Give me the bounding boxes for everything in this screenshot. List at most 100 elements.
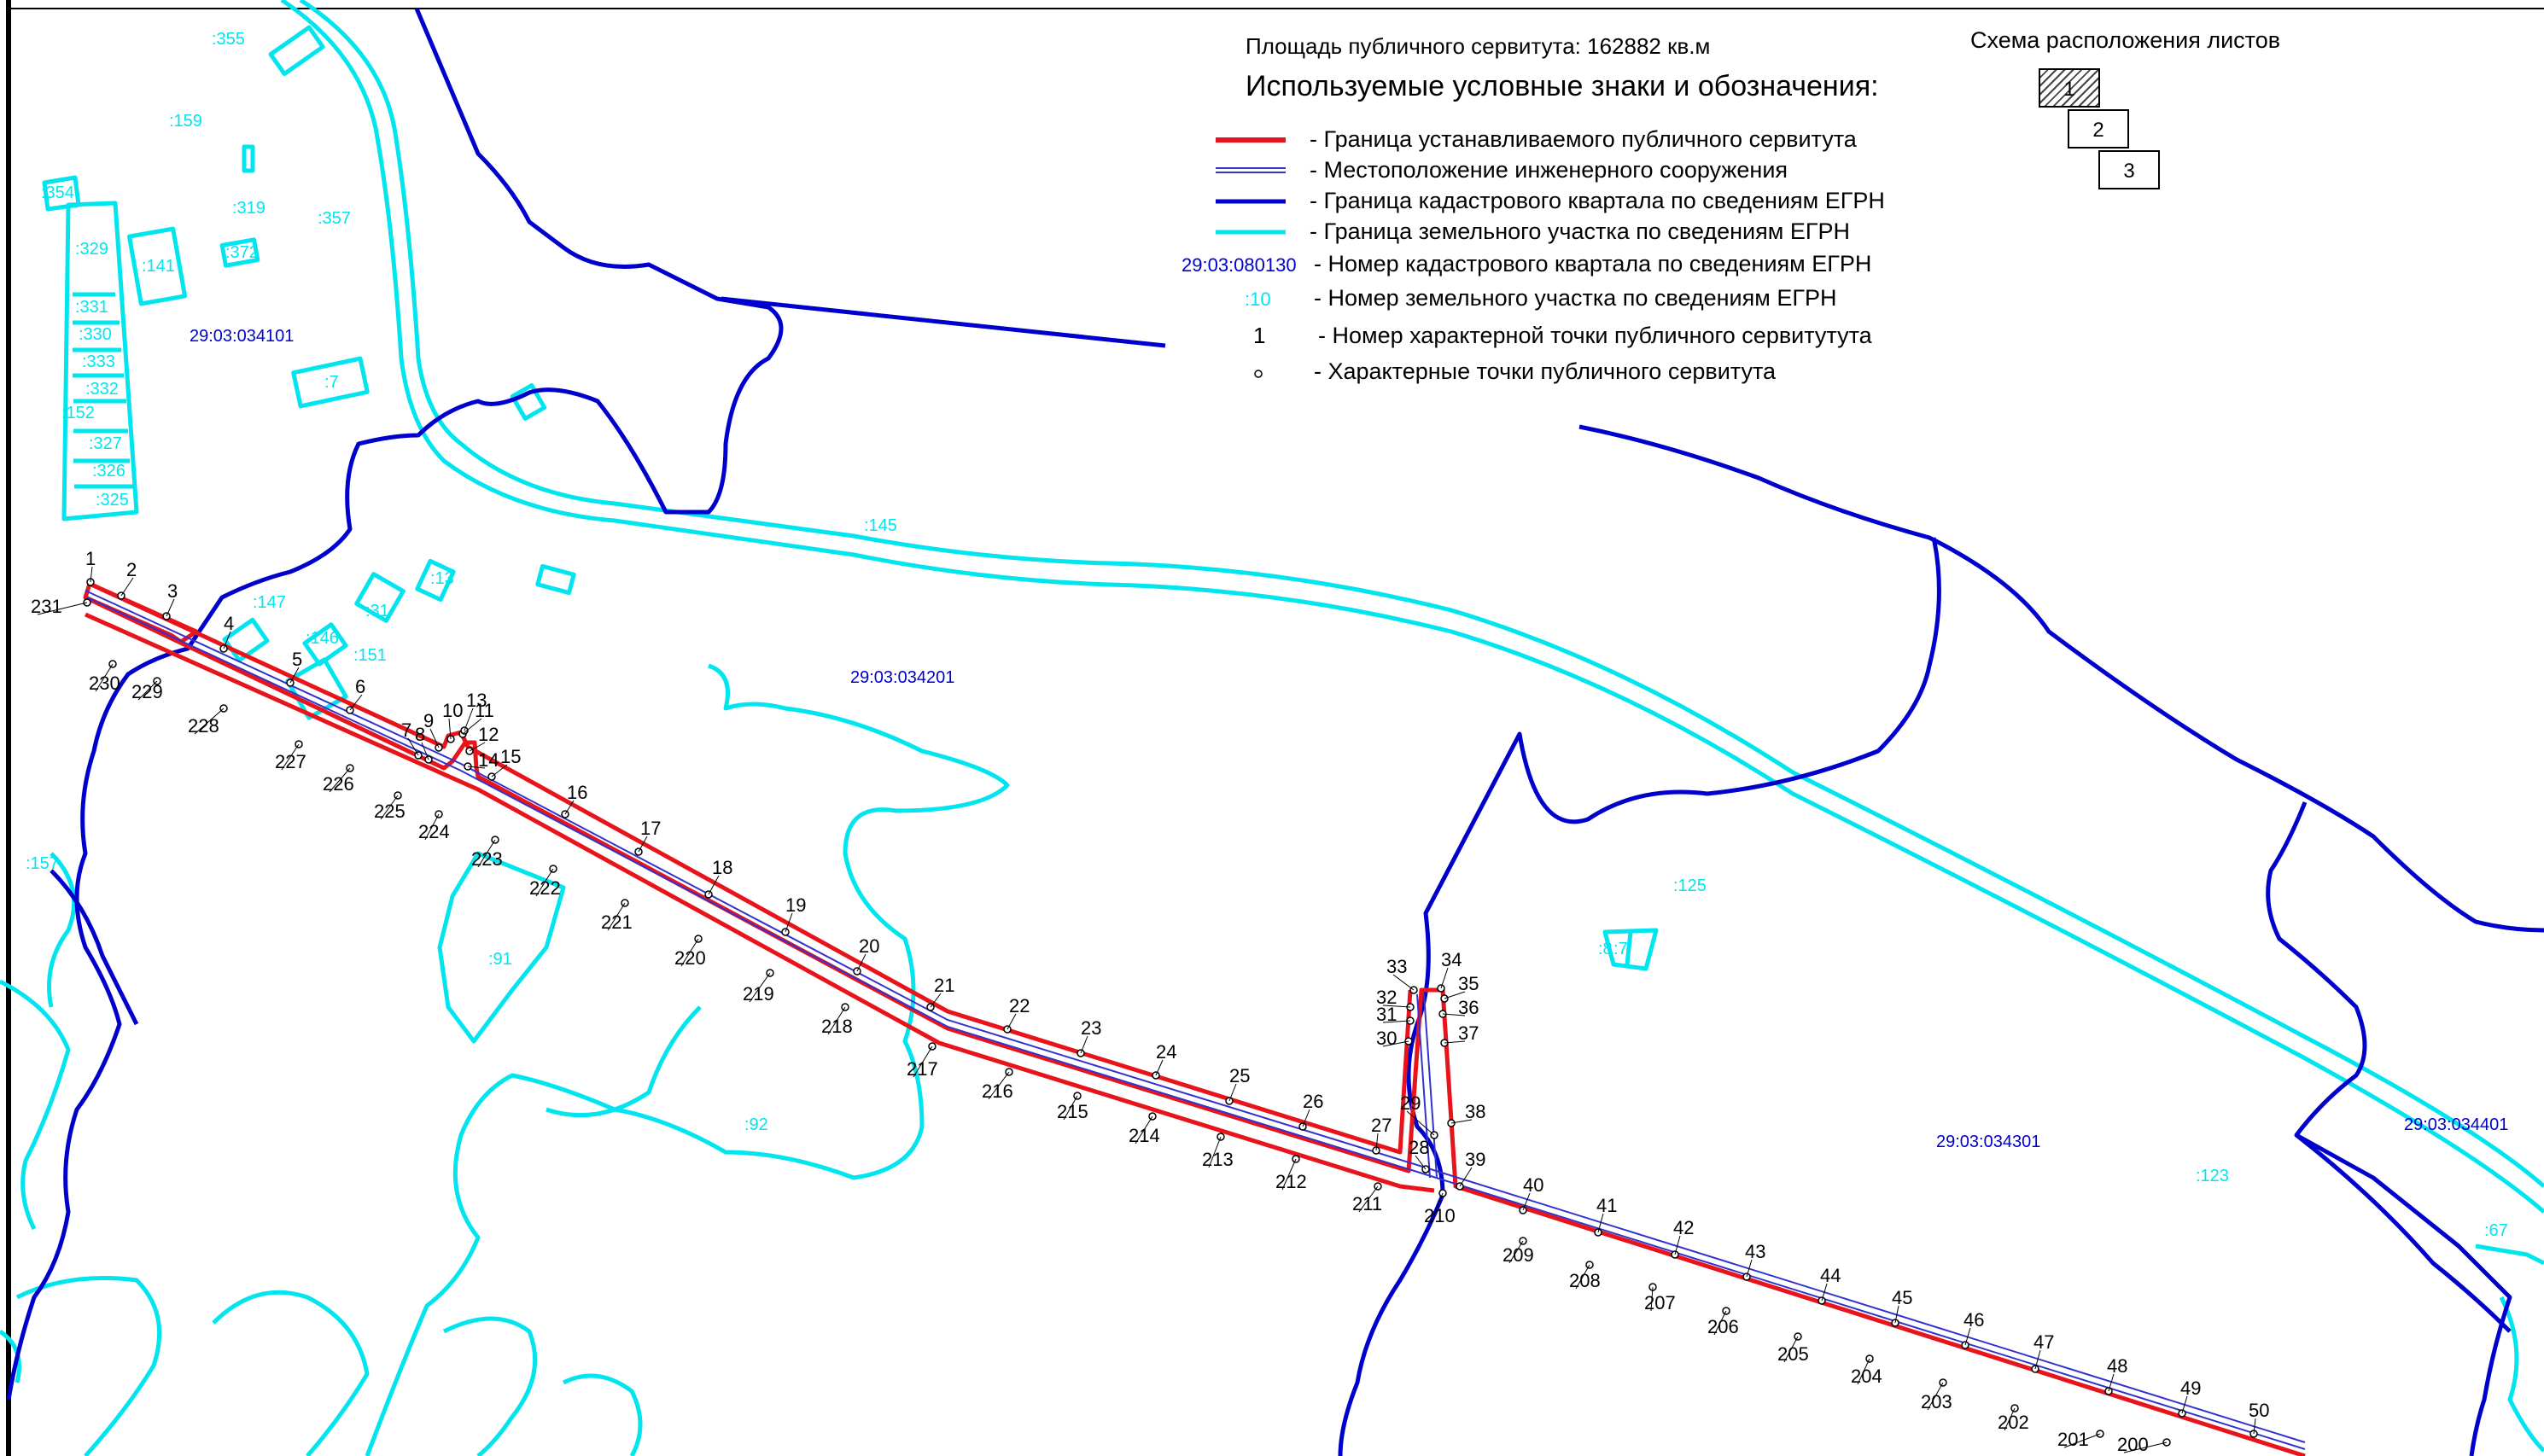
point-leader-line [467,766,486,769]
point-leader-line [464,708,474,731]
point-number: 200 [2117,1434,2149,1455]
legend-sample: 29:03:080130 [1182,254,1297,276]
point-number: 12 [478,724,499,745]
quarter-label: 29:03:034301 [1936,1133,2040,1151]
servitude-area: Площадь публичного сервитута: 162882 кв.… [1246,33,1711,59]
point-leader-line [1575,1264,1590,1290]
parcel-label: :159 [169,112,202,131]
legend-row-parcel-border: - Граница земельного участка по сведения… [1182,217,1950,246]
legend-label: - Номер кадастрового квартала по сведени… [1314,251,1872,277]
point-leader-line [1450,1119,1473,1124]
point-leader-line [607,902,626,931]
point-number: 30 [1376,1028,1397,1049]
point-number: 29 [1400,1092,1421,1114]
point-leader-line [638,836,648,853]
parcel-label: :92 [744,1115,768,1134]
point-number: 38 [1465,1101,1485,1122]
point-number: 5 [292,649,302,670]
point-leader-line [289,667,300,684]
parcel-label: :31 [365,602,389,620]
point-number: 207 [1644,1292,1676,1313]
point-leader-line [856,953,866,972]
point-number: 224 [418,821,450,842]
point-leader-line [708,875,720,895]
point-number: 220 [674,947,706,969]
point-leader-line [1063,1095,1078,1121]
point-number: 41 [1596,1195,1617,1216]
point-leader-line [194,708,225,735]
point-leader-line [1508,1240,1524,1264]
point-number: 23 [1081,1017,1101,1039]
point-leader-line [680,938,699,967]
point-number: 2 [126,559,137,580]
point-number: 223 [471,848,503,870]
point-number: 36 [1458,997,1479,1018]
point-leader-line [166,598,175,617]
point-leader-line [2181,1395,2188,1414]
sheet-layout-scheme: Схема расположения листов 1 2 3 [1970,24,2280,212]
point-leader-line [1406,1110,1435,1136]
legend-label: - Граница устанавливаемого публичного се… [1310,126,1857,152]
parcel-label: :355 [212,30,245,49]
point-number: 206 [1707,1316,1739,1337]
engineering-structure [85,590,2306,1450]
point-leader-line [1358,1185,1379,1213]
point-number: 217 [907,1058,938,1080]
point-leader-line [1440,967,1449,989]
sheet-1[interactable]: 1 [2039,68,2100,108]
point-number: 10 [442,700,463,721]
parcel-label: :13 [430,569,454,588]
parcel-label: :330 [79,325,112,344]
legend-label: - Местоположение инженерного сооружения [1310,157,1788,183]
point-leader-line [1080,1035,1088,1054]
parcel-label: :319 [232,199,265,218]
legend-sample: :10 [1245,288,1271,310]
point-number: 7 [401,719,411,741]
point-leader-line [1382,1040,1409,1047]
point-leader-line [1857,1358,1870,1385]
legend-row-engineering: - Местоположение инженерного сооружения [1182,155,1950,184]
point-leader-line [429,728,440,748]
point-number: 213 [1202,1149,1234,1170]
point-number: 203 [1921,1391,1952,1412]
point-leader-line [421,742,429,760]
point-leader-line [988,1071,1010,1100]
point-leader-line [349,694,363,711]
point-number: 210 [1424,1205,1456,1226]
point-leader-line [564,800,575,815]
parcel-label: :325 [96,491,129,510]
quarter-boundaries [6,8,2544,1456]
point-number: 21 [934,975,954,996]
point-number: 45 [1892,1287,1912,1308]
point-number: 43 [1745,1241,1765,1262]
parcel-label: :146 [306,629,339,648]
parcel-label: :141 [142,257,175,276]
legend-label: - Номер характерной точки публичного сер… [1318,323,1872,348]
point-leader-line [1459,1167,1473,1187]
point-number: 231 [31,596,62,617]
sheet-3[interactable]: 3 [2098,150,2160,189]
point-number: 212 [1275,1171,1307,1192]
parcel-label: :333 [82,352,115,371]
parcel-label: :332 [85,380,119,399]
servitude-points [83,578,2258,1447]
point-number: 218 [821,1016,853,1037]
point-leader-line [1964,1327,1971,1346]
cyan-line-icon [1216,230,1286,235]
point-marker-icon [1254,370,1263,378]
quarter-labels: 29:03:034101 29:03:034201 29:03:034301 2… [190,327,2508,1151]
sheet-2[interactable]: 2 [2068,109,2129,149]
point-leader-line [1281,1158,1297,1191]
parcel-label: :7 [1613,940,1628,958]
point-number: 19 [785,894,806,916]
point-number: 9 [423,710,434,731]
point-leader-line [1444,1040,1466,1044]
point-number: 34 [1441,949,1462,970]
point-number: 44 [1820,1265,1841,1286]
point-number: 27 [1371,1115,1392,1136]
point-number: 16 [567,782,587,803]
point-number: 26 [1303,1091,1323,1112]
point-leader-line [424,813,440,841]
legend-label: - Номер земельного участка по сведениям … [1314,285,1837,311]
